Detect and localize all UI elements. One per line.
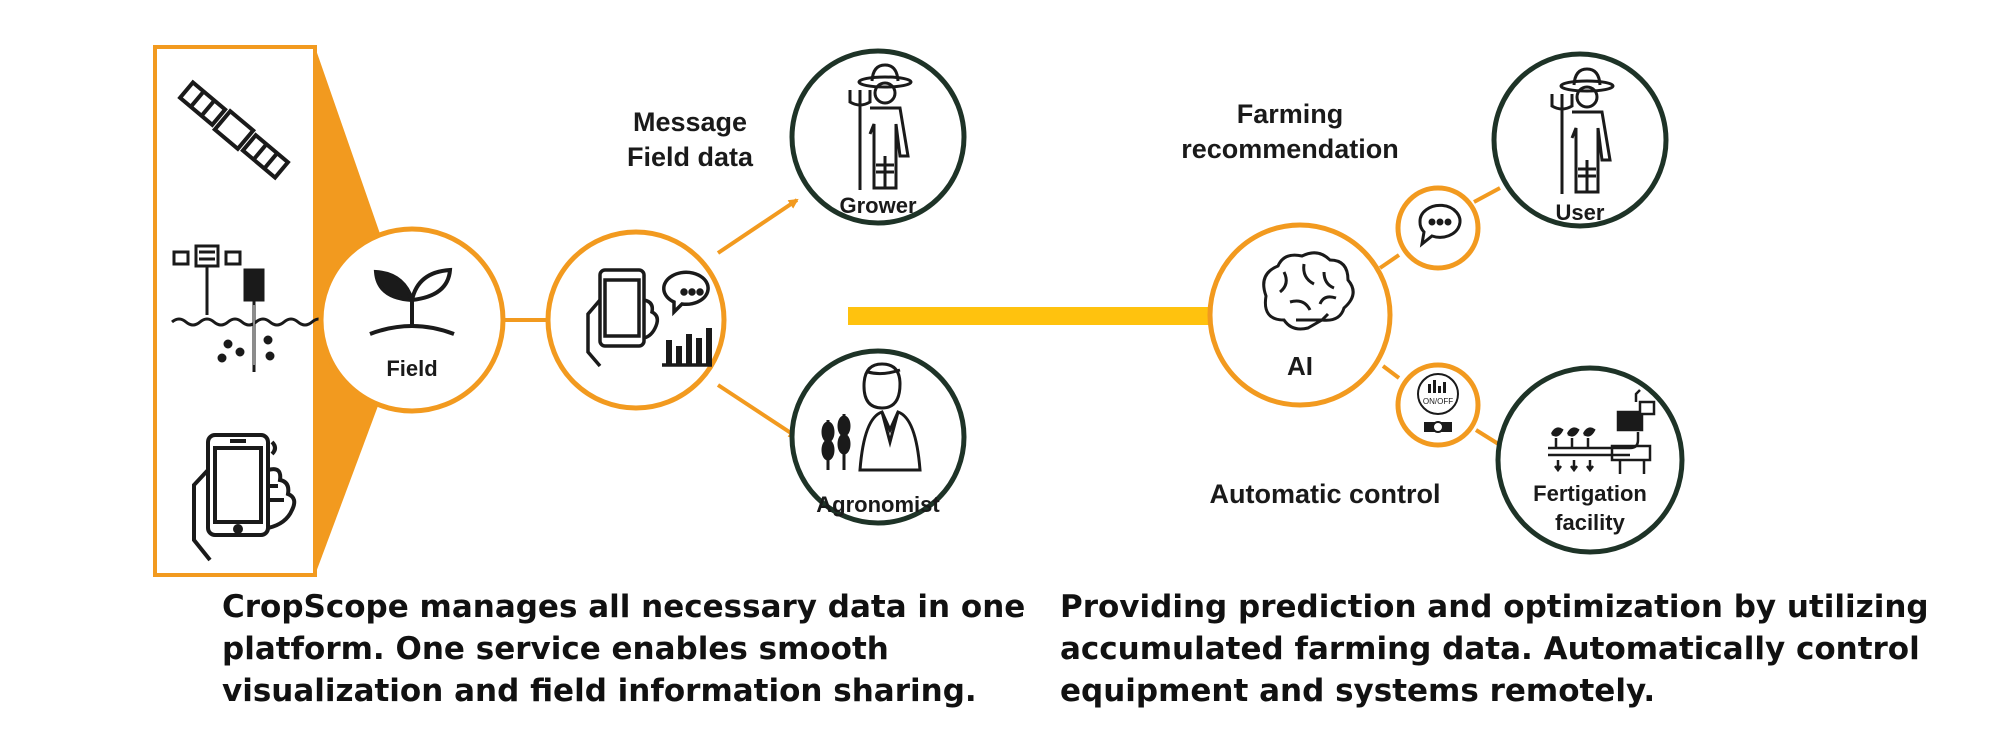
right-caption-line1: Providing prediction and optimization by… xyxy=(1060,589,1929,625)
grower-label: Grower xyxy=(839,193,916,218)
connector-ai-control xyxy=(1381,364,1401,380)
control-node: ON/OFF xyxy=(1395,362,1481,448)
fertigation-facility-icon xyxy=(1548,389,1656,474)
arrow-hub-grower xyxy=(716,198,799,255)
farmer-icon xyxy=(1550,67,1615,194)
heading-line-recommendation: recommendation xyxy=(1181,134,1399,165)
ai-node: AI xyxy=(1207,222,1393,408)
message-field-data-heading: Message Field data xyxy=(600,105,780,175)
right-caption: Providing prediction and optimization by… xyxy=(1060,586,1929,712)
ai-label: AI xyxy=(1287,351,1313,381)
field-node: Field xyxy=(318,226,506,414)
heading-line-message: Message xyxy=(632,107,748,137)
flow-arrow xyxy=(848,293,1232,339)
on-off-valve-icon: ON/OFF xyxy=(1417,373,1459,433)
connector-ai-rec xyxy=(1378,253,1401,270)
farmer-icon xyxy=(848,63,913,190)
automatic-control-heading: Automatic control xyxy=(1209,479,1441,509)
connector-rec-user xyxy=(1473,186,1501,204)
grower-node: Grower xyxy=(789,48,967,226)
connectors xyxy=(505,186,1502,447)
right-caption-line3: equipment and systems remotely. xyxy=(1060,673,1656,709)
farming-recommendation-heading: Farming recommendation xyxy=(1160,97,1420,167)
brain-icon xyxy=(1262,251,1355,331)
fertigation-label-line1: Fertigation xyxy=(1533,481,1647,506)
speech-bubble-icon xyxy=(1418,203,1462,248)
recommendation-node xyxy=(1395,185,1481,271)
phone-chat-chart-icon xyxy=(586,268,712,368)
wheat-icon xyxy=(821,414,851,470)
arrow-hub-agronomist xyxy=(716,383,799,439)
left-caption-line1: CropScope manages all necessary data in … xyxy=(222,589,1026,625)
satellite-icon xyxy=(177,79,291,181)
left-caption-line3: visualization and field information shar… xyxy=(222,673,977,709)
heading-line-farming: Farming xyxy=(1236,99,1344,129)
connector-control-fert xyxy=(1474,428,1502,447)
smartphone-hand-icon xyxy=(192,433,297,562)
heading-line-field-data: Field data xyxy=(626,142,754,173)
user-node: User xyxy=(1491,51,1669,229)
agronomist-label: Agronomist xyxy=(816,492,940,517)
user-label: User xyxy=(1556,200,1605,225)
hub-node xyxy=(545,229,727,411)
right-caption-line2: accumulated farming data. Automatically … xyxy=(1060,631,1920,667)
left-caption: CropScope manages all necessary data in … xyxy=(222,586,1025,712)
left-caption-line2: platform. One service enables smooth xyxy=(222,631,889,667)
data-sources-panel xyxy=(153,45,410,577)
agronomist-icon xyxy=(821,362,922,472)
sprout-icon xyxy=(369,267,455,336)
soil-sensor-icon xyxy=(171,244,341,372)
field-label: Field xyxy=(386,356,437,381)
agronomist-node: Agronomist xyxy=(789,348,967,526)
fertigation-node: Fertigation facility xyxy=(1495,365,1685,555)
on-off-label: ON/OFF xyxy=(1423,397,1453,406)
fertigation-label-line2: facility xyxy=(1555,510,1625,535)
